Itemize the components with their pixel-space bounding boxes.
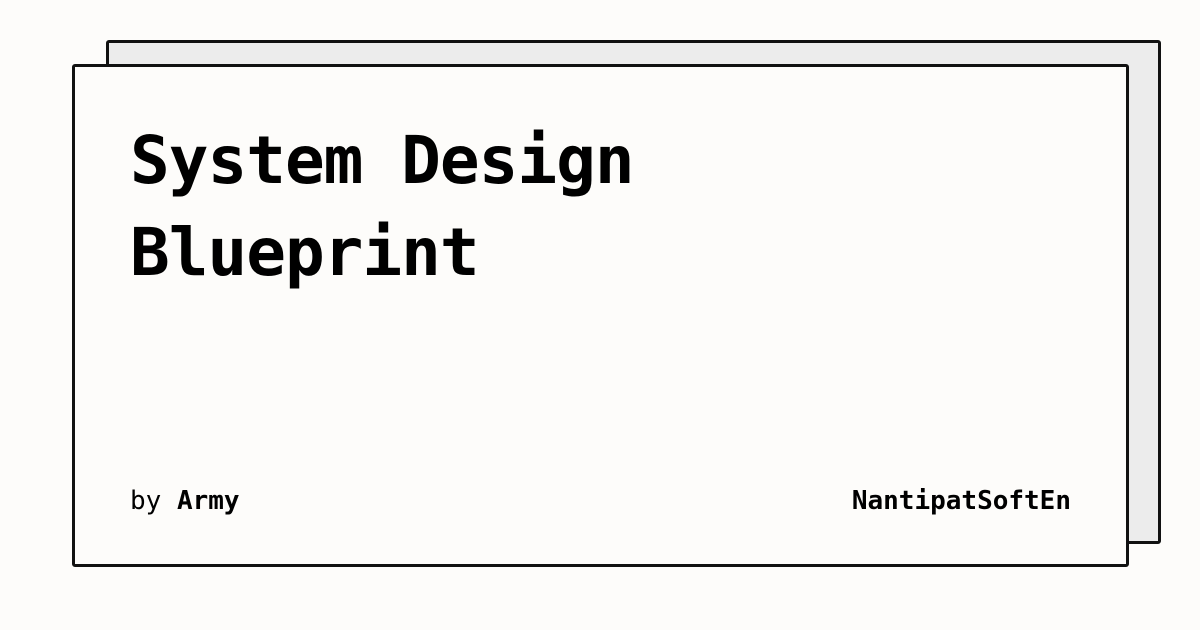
- page-title: System Design Blueprint: [130, 122, 635, 291]
- author-byline: by Army: [130, 485, 240, 517]
- byline-prefix: by: [130, 486, 162, 516]
- title-card: System Design Blueprint by Army Nantipat…: [72, 64, 1129, 567]
- brand-name: NantipatSoftEn: [851, 486, 1071, 516]
- author-name: Army: [176, 486, 240, 516]
